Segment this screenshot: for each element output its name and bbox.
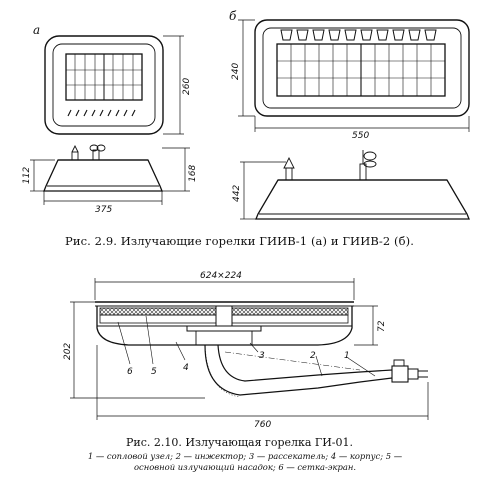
burner-a-side-view [43,144,163,192]
dim-72-label: 72 [377,320,387,332]
dim-624x224-label: 624×224 [200,271,242,281]
part-label-4: 4 [183,363,189,373]
figure-a-letter: а [33,23,40,37]
dim-260-label: 260 [182,78,192,95]
dim-442-label: 442 [232,185,242,202]
burner-a-top-view [44,35,164,135]
dim-168-label: 168 [188,165,198,182]
caption-figure-2-9: Рис. 2.9. Излучающие горелки ГИИВ-1 (а) … [65,234,414,248]
dim-240-label: 240 [231,63,241,80]
burner-b-side-view [255,150,470,220]
dim-112-label: 112 [22,167,32,184]
part-leaders [117,315,376,377]
part-label-5: 5 [151,367,157,377]
part-label-1: 1 [344,351,350,361]
part-label-3: 3 [259,351,265,361]
dimension-112-168 [30,147,190,205]
parts-legend: 1 — сопловой узел; 2 — инжектор; 3 — рас… [30,451,460,473]
dim-375-label: 375 [95,205,112,215]
part-label-6: 6 [127,367,133,377]
caption-figure-2-10: Рис. 2.10. Излучающая горелка ГИ-01. [126,436,353,449]
dimension-260 [163,35,184,135]
dimension-240-550 [238,19,470,132]
dimension-624x224 [94,278,355,300]
burner-b-top-view [254,19,470,117]
dim-202-label: 202 [63,343,73,360]
burner-gi01-section [95,301,428,398]
legend-line-1: 1 — сопловой узел; 2 — инжектор; 3 — рас… [87,451,403,461]
part-label-2: 2 [310,351,316,361]
dim-760-label: 760 [254,420,271,430]
figure-b-letter: б [229,9,237,23]
dimension-442 [240,161,286,220]
legend-line-2: основной излучающий насадок; 6 — сетка-э… [133,462,357,472]
dim-550-label: 550 [352,131,369,141]
dimension-202-72-760 [70,301,429,420]
